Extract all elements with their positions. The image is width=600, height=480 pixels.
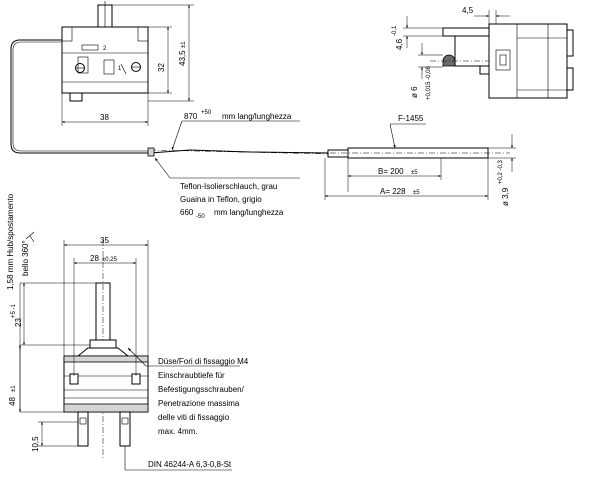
bulb-code: F-1455 (398, 114, 424, 123)
side-dim-dia-6: ø 6 (410, 86, 419, 98)
teflon-line-2: Guaina in Teflon, grigio (180, 195, 262, 204)
note-line-3: Befestigungsschrauben/ (158, 385, 245, 394)
front-dim-28-tol: ±0,25 (102, 257, 118, 263)
side-dim-4-6-tol: -0,1 (392, 25, 398, 36)
top-view: 2 1 38 32 43,5 ±1 (61, 1, 194, 126)
front-dim-23-tol: +5 -1 (11, 303, 17, 318)
front-dim-28: 28 (90, 254, 99, 263)
teflon-line-1: Teflon-Isolierschlauch, grau (180, 182, 277, 191)
dim-b: B= 200 (378, 167, 404, 176)
mount-bracket (69, 92, 83, 102)
dim-bulb-diameter: ø 3,9 (501, 187, 510, 206)
capillary-length-value: 870 (184, 112, 198, 121)
front-dim-23: 23 (14, 318, 23, 327)
capillary-length-unit: mm lang/lunghezza (222, 112, 292, 121)
side-dim-dia-6-tol: +0,015 -0,06 (426, 65, 432, 100)
front-terminal-left (77, 411, 89, 447)
side-view: 4,5 4,6 -0,1 ø 6 +0,015 -0,06 (392, 6, 574, 100)
side-housing (488, 23, 568, 99)
note-line-1: Düse/Fori di fissaggio M4 (158, 357, 249, 366)
note-line-2: Einschraubtiefe für (158, 371, 225, 380)
side-terminal-bottom (566, 67, 574, 91)
dim-a-tol: ±5 (413, 190, 420, 196)
side-dim-4-6: 4,6 (395, 38, 404, 50)
dim-height-43-5: 43,5 (178, 50, 187, 66)
note-line-6: max. 4mm. (158, 427, 198, 436)
dim-b-tol: ±5 (411, 170, 418, 176)
din-label: DIN 46244-A 6,3-0,8-St (148, 460, 232, 469)
shaft-tip (442, 54, 456, 67)
front-dim-35: 35 (100, 236, 109, 245)
stroke-label: 1,58 mm Hub/spostamento (6, 193, 15, 290)
front-view: 35 28 ±0,25 1,58 mm Hub/spostamento bell… (6, 193, 249, 471)
note-line-5: delle viti di fissaggio (158, 413, 230, 422)
front-dim-48: 48 (8, 397, 17, 406)
teflon-line-3-value: 660 (180, 208, 194, 217)
teflon-sleeve (149, 149, 331, 155)
teflon-line-3-unit: mm lang/lunghezza (214, 208, 284, 217)
capillary-length-tol: +50 (201, 110, 212, 116)
terminal-mark-1: 1 (118, 66, 122, 72)
dim-tol-43-5: ±1 (181, 41, 187, 48)
sensor-bulb: F-1455 B= 200 ±5 A= 228 ±5 ø 3,9 +0,2 -0… (324, 114, 516, 206)
dim-a: A= 228 (380, 187, 406, 196)
front-terminal-right (119, 411, 131, 447)
terminal-mark-2: 2 (103, 46, 107, 52)
note-line-4: Penetrazione massima (158, 399, 240, 408)
side-dim-4-5: 4,5 (462, 6, 474, 15)
dim-height-32: 32 (157, 63, 166, 72)
front-dim-10-5: 10,5 (31, 436, 40, 452)
side-terminal-top (566, 29, 574, 57)
front-dim-48-tol: ±1 (11, 385, 17, 392)
teflon-line-3-tol: -50 (196, 214, 205, 220)
dim-bulb-diameter-tol: +0,2 -0,3 (498, 159, 504, 184)
rotation-arrow-icon (25, 231, 35, 243)
capillary: 870 +50 mm lang/lunghezza Teflon-Isolier… (10, 39, 331, 220)
rotation-label: bello 360° (21, 240, 30, 276)
dim-width-38: 38 (100, 113, 109, 122)
